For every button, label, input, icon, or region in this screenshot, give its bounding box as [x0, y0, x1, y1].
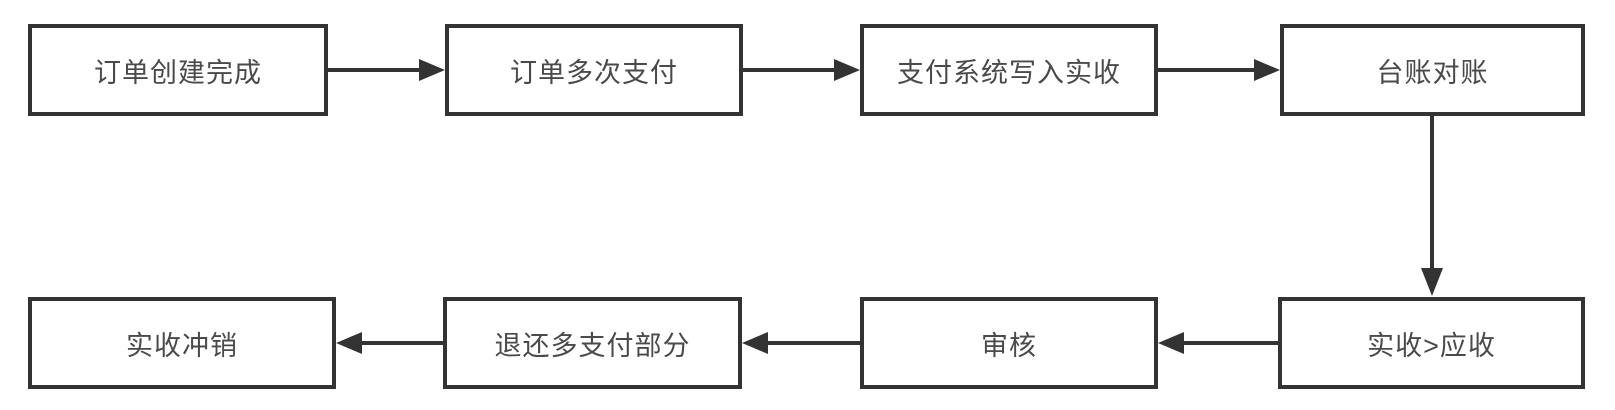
arrowhead-right-icon	[834, 59, 860, 81]
arrowhead-left-icon	[1158, 332, 1184, 354]
flow-node-received-gt-due: 实收>应收	[1278, 297, 1585, 389]
arrow-multi-pay-to-payment-write-in	[743, 68, 834, 72]
arrow-received-gt-due-to-review	[1184, 341, 1278, 345]
flow-node-label: 退还多支付部分	[494, 330, 691, 361]
arrowhead-left-icon	[336, 332, 362, 354]
flow-node-review: 审核	[860, 297, 1158, 389]
arrow-payment-write-in-to-ledger-reconcile	[1158, 68, 1254, 72]
arrowhead-right-icon	[419, 59, 445, 81]
flow-node-label: 台账对账	[1376, 57, 1489, 88]
flow-node-label: 订单多次支付	[510, 57, 678, 88]
flow-node-label: 实收冲销	[126, 330, 238, 361]
flow-node-label: 审核	[981, 330, 1037, 361]
arrowhead-left-icon	[742, 332, 768, 354]
flow-node-order-created: 订单创建完成	[28, 24, 328, 116]
flow-node-payment-write-in: 支付系统写入实收	[860, 24, 1158, 116]
arrowhead-down-icon	[1421, 268, 1443, 296]
flow-node-label: 支付系统写入实收	[897, 57, 1121, 88]
arrow-order-created-to-multi-pay	[328, 68, 419, 72]
arrow-refund-overpaid-to-receipt-writeoff	[362, 341, 443, 345]
arrowhead-right-icon	[1254, 59, 1280, 81]
flow-node-refund-overpaid: 退还多支付部分	[443, 297, 742, 389]
flow-node-ledger-reconcile: 台账对账	[1280, 24, 1585, 116]
arrow-review-to-refund-overpaid	[768, 341, 860, 345]
flow-node-order-multi-pay: 订单多次支付	[445, 24, 743, 116]
flow-node-label: 实收>应收	[1367, 330, 1496, 361]
flow-node-label: 订单创建完成	[94, 57, 262, 88]
arrow-ledger-reconcile-to-received-gt-due	[1430, 116, 1434, 268]
flow-node-receipt-writeoff: 实收冲销	[28, 297, 336, 389]
